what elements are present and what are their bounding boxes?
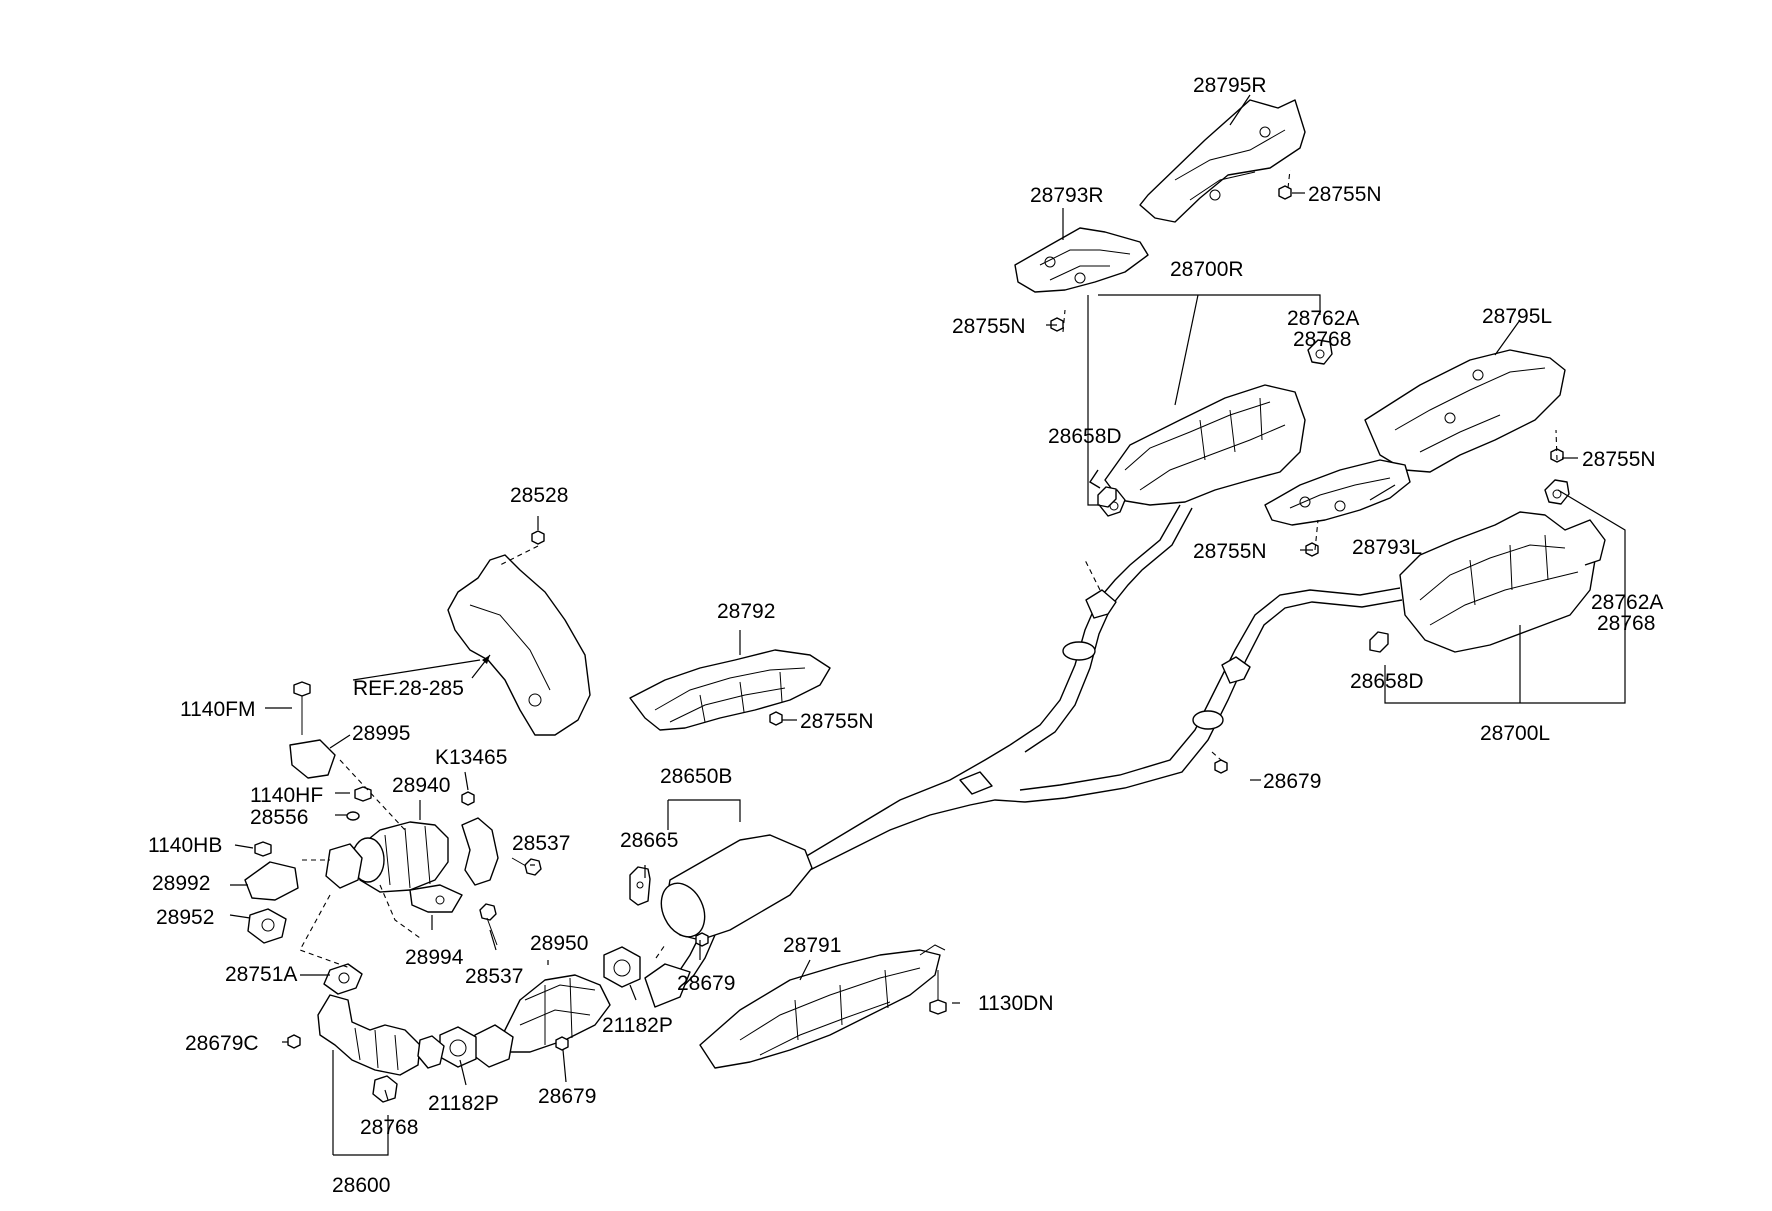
assembly-lines (299, 169, 1558, 969)
nut-28679C (287, 1034, 301, 1049)
label-28950: 28950 (530, 932, 588, 955)
nut-28679-b (695, 932, 709, 947)
label-1140HB: 1140HB (148, 834, 222, 857)
gasket-28751A (323, 963, 363, 995)
heat-shield-28795R[interactable] (1139, 99, 1306, 223)
label-28755N-b: 28755N (952, 315, 1026, 338)
heat-shield-28793L[interactable] (1264, 459, 1411, 526)
label-28556: 28556 (250, 806, 308, 829)
label-1140FM: 1140FM (180, 698, 255, 721)
bolt-28537-c (511, 857, 542, 876)
part-labels: 28795R 28755N 28793R 28700R 28755N 28762… (148, 74, 1663, 1197)
label-28994: 28994 (405, 946, 464, 969)
ref-arrow (471, 654, 491, 679)
label-28791: 28791 (783, 934, 841, 957)
heat-shield-28792[interactable] (629, 649, 831, 731)
label-28537-b: 28537 (465, 965, 523, 988)
label-21182P-a: 21182P (602, 1014, 673, 1037)
label-28751A: 28751A (225, 963, 297, 986)
label-28537-a: 28537 (512, 832, 570, 855)
label-28755N-c: 28755N (1582, 448, 1656, 471)
label-28952: 28952 (156, 906, 214, 929)
nut-28528 (531, 530, 545, 545)
manifold-catalytic-converter-28940[interactable] (325, 821, 449, 893)
front-pipe-28600[interactable] (317, 994, 445, 1076)
label-1130DN: 1130DN (978, 992, 1054, 1015)
label-28793R: 28793R (1030, 184, 1104, 207)
nut-K13465 (461, 791, 475, 806)
heat-shield-28793R[interactable] (1014, 227, 1149, 293)
hanger-28762A-a (1307, 339, 1333, 365)
label-28793L: 28793L (1352, 536, 1422, 559)
label-28700R: 28700R (1170, 258, 1244, 281)
main-pipe (779, 744, 1026, 881)
label-28755N-a: 28755N (1308, 183, 1382, 206)
pipe-left-branch (1019, 587, 1403, 803)
hanger-28768-c (372, 1075, 398, 1103)
catalytic-converter-28950[interactable] (472, 974, 611, 1068)
label-28755N-e: 28755N (800, 710, 874, 733)
muffler-28700R[interactable] (1089, 384, 1306, 517)
gasket-21182P-b (439, 1026, 477, 1068)
leader-lines (229, 94, 1626, 1156)
heat-shield-28791[interactable] (699, 944, 946, 1069)
center-muffler-28650B[interactable] (644, 834, 813, 1008)
bolt-1140HB (254, 841, 272, 857)
heat-protector-ref-28-285[interactable] (447, 554, 591, 736)
label-28679-b: 28679 (677, 972, 735, 995)
label-28762A-b: 28762A (1591, 591, 1663, 614)
label-28795R: 28795R (1193, 74, 1267, 97)
label-28679-c: 28679 (538, 1085, 596, 1108)
label-K13465: K13465 (435, 746, 507, 769)
nut-28679-a (1211, 751, 1228, 774)
label-28658D-a: 28658D (1048, 425, 1122, 448)
nut-28679-c (555, 1036, 569, 1051)
bolt-1130DN (929, 970, 947, 1015)
label-ref-28-285: REF.28-285 (353, 677, 464, 700)
bracket-28994 (409, 884, 463, 913)
nut-28755N-a (1278, 185, 1292, 200)
label-28755N-d: 28755N (1193, 540, 1267, 563)
label-28992: 28992 (152, 872, 210, 895)
label-28528: 28528 (510, 484, 568, 507)
bracket-28995 (289, 739, 336, 779)
label-28665: 28665 (620, 829, 678, 852)
hanger-28658D-b (1369, 631, 1389, 653)
label-28658D-b: 28658D (1350, 670, 1424, 693)
label-28679-a: 28679 (1263, 770, 1321, 793)
label-28762A-a: 28762A (1287, 307, 1359, 330)
bolt-28537-b (479, 903, 498, 946)
hanger-28762A-b (1544, 479, 1570, 505)
hanger-28665 (629, 866, 651, 906)
heat-shield-28795L[interactable] (1364, 349, 1566, 473)
label-28650B: 28650B (660, 765, 732, 788)
label-28768-a: 28768 (1293, 328, 1351, 351)
label-28995: 28995 (352, 722, 410, 745)
nut-28755N-e (769, 711, 783, 726)
label-28795L: 28795L (1482, 305, 1552, 328)
label-28679C: 28679C (185, 1032, 259, 1055)
gasket-21182P-a (603, 946, 641, 988)
label-28700L: 28700L (1480, 722, 1550, 745)
label-28792: 28792 (717, 600, 775, 623)
label-21182P-b: 21182P (428, 1092, 499, 1115)
bolt-1140HF (354, 786, 372, 802)
label-1140HF: 1140HF (250, 784, 323, 807)
muffler-28700L[interactable] (1399, 511, 1606, 653)
bolt-1140FM (293, 681, 311, 735)
label-28600: 28600 (332, 1174, 390, 1197)
label-28768-b: 28768 (1597, 612, 1655, 635)
gasket-28952 (247, 908, 287, 944)
label-28940: 28940 (392, 774, 450, 797)
washer-28556 (346, 811, 360, 821)
bracket-28992 (244, 861, 299, 901)
pipe-right-branch (1009, 504, 1193, 753)
heat-protector-28537-a (461, 817, 499, 886)
label-28768-c: 28768 (360, 1116, 418, 1139)
